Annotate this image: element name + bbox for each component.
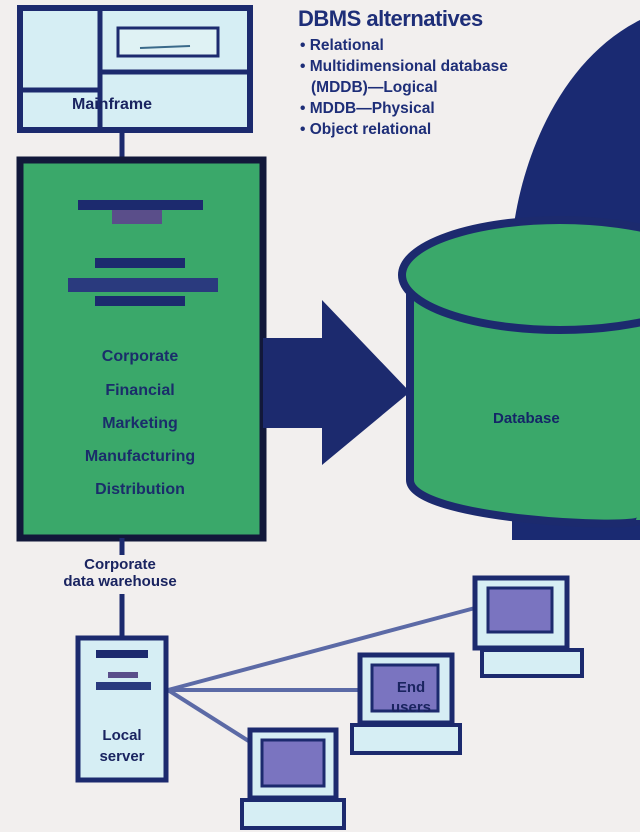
data-warehouse-label-line1: Corporate bbox=[84, 556, 156, 573]
dbms-title: DBMS alternatives bbox=[298, 6, 483, 31]
pc-middle-icon bbox=[350, 652, 462, 755]
data-warehouse-label-line2: data warehouse bbox=[63, 573, 177, 590]
end-users-label-line1: End bbox=[396, 679, 426, 696]
pc-bottom-icon bbox=[240, 727, 346, 830]
end-users-label-line2: users bbox=[390, 699, 432, 716]
data-warehouse-label: Corporate data warehouse bbox=[40, 556, 200, 590]
pc-right-icon bbox=[472, 575, 584, 678]
local-server-label: Local server bbox=[82, 725, 162, 767]
dbms-item: (MDDB)—Logical bbox=[311, 79, 438, 96]
database-label: Database bbox=[493, 410, 560, 427]
sector-label: Corporate bbox=[101, 348, 179, 365]
end-users-label: End users bbox=[376, 678, 446, 718]
dbms-item: • MDDB—Physical bbox=[300, 100, 435, 117]
local-server-label-line2: server bbox=[99, 748, 145, 765]
dbms-item: • Relational bbox=[300, 37, 384, 54]
dbms-item: • Object relational bbox=[300, 121, 432, 138]
sector-label: Marketing bbox=[102, 415, 178, 432]
network-lines bbox=[166, 606, 476, 747]
sector-label: Distribution bbox=[95, 481, 185, 498]
arrow-to-database bbox=[263, 300, 410, 465]
data-warehouse-tower bbox=[16, 156, 267, 542]
mainframe-label: Mainframe bbox=[72, 96, 153, 113]
dbms-item: • Multidimensional database bbox=[300, 58, 508, 75]
dbms-list: • Relational • Multidimensional database… bbox=[300, 35, 508, 140]
sector-label: Manufacturing bbox=[84, 448, 196, 465]
mainframe-icon bbox=[17, 5, 253, 133]
local-server-icon bbox=[75, 635, 169, 783]
database-cylinder-icon bbox=[398, 216, 640, 528]
local-server-label-line1: Local bbox=[102, 727, 142, 744]
sector-label: Financial bbox=[105, 382, 175, 399]
